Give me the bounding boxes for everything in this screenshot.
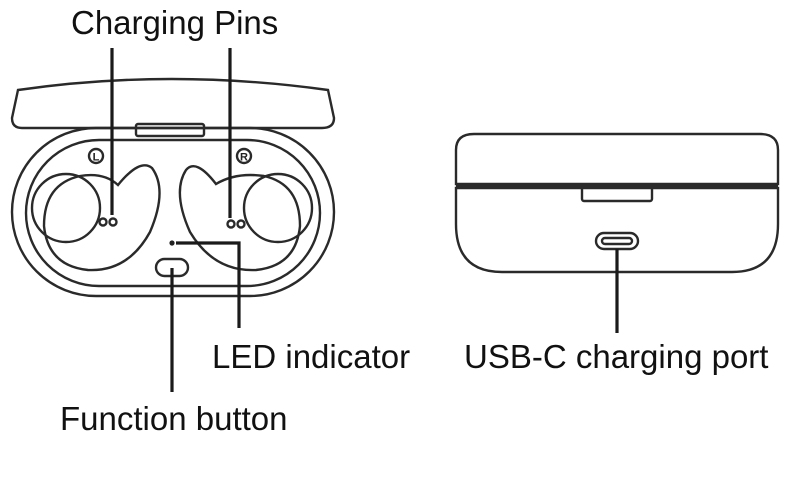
closed-case-body: [454, 186, 780, 274]
charging-pin: [226, 219, 236, 229]
closed-case-lid: [454, 132, 780, 186]
label-function-button: Function button: [60, 400, 288, 437]
left-earbud: L: [30, 147, 161, 272]
closed-case-view: [454, 132, 780, 274]
leader-lines: [110, 48, 619, 392]
charging-pin: [108, 217, 118, 227]
case-hinge: [134, 122, 206, 138]
charging-pin: [236, 219, 246, 229]
left-mark-badge: [87, 147, 105, 165]
label-led-indicator: LED indicator: [212, 338, 410, 375]
label-usb-c-port: USB-C charging port: [464, 338, 768, 375]
right-ear-tip: [242, 172, 314, 244]
charging-pin: [98, 217, 108, 227]
label-charging-pins: Charging Pins: [71, 4, 278, 41]
right-mark-letter: R: [240, 152, 248, 164]
left-ear-tip: [30, 172, 102, 244]
case-lid: [10, 77, 336, 130]
led-indicator-dot: [169, 240, 175, 246]
open-case-view: L R: [10, 77, 336, 298]
usb-c-port-inner: [600, 236, 634, 246]
front-notch: [580, 184, 654, 203]
left-mark-letter: L: [93, 152, 100, 164]
right-earbud: R: [178, 147, 314, 272]
leader-led-indicator: [176, 241, 241, 328]
right-mark-badge: [235, 147, 253, 165]
